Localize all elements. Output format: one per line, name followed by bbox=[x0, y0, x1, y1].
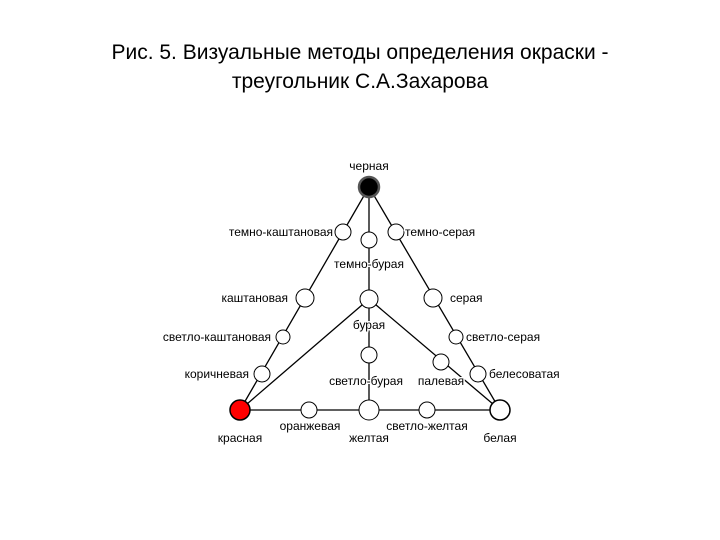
node-brown-label: бурая bbox=[353, 318, 385, 332]
node-dark-chestnut-label: темно-каштановая bbox=[229, 225, 333, 239]
node-brownish-circle bbox=[253, 365, 271, 383]
node-grey-label: серая bbox=[450, 291, 483, 305]
node-light-brown-top-circle bbox=[360, 346, 378, 364]
node-brownish-label: коричневая bbox=[185, 367, 249, 381]
caption-line-2: треугольник С.А.Захарова bbox=[231, 70, 489, 93]
node-brown-circle bbox=[359, 289, 379, 309]
node-black-circle bbox=[357, 175, 381, 199]
node-yellow-label: желтая bbox=[349, 431, 389, 445]
node-light-yellow-label: светло-желтая bbox=[386, 419, 467, 433]
figure-caption: Рис. 5. Визуальные методы определения ок… bbox=[0, 38, 720, 96]
node-chestnut-circle bbox=[295, 288, 315, 308]
node-dark-chestnut-circle bbox=[334, 223, 352, 241]
node-black-label: черная bbox=[349, 159, 388, 173]
node-light-yellow-circle bbox=[418, 401, 436, 419]
node-dark-brown-right-circle bbox=[432, 353, 450, 371]
node-whitish-label: белесоватая bbox=[489, 367, 560, 381]
node-red-circle bbox=[229, 399, 251, 421]
node-orange-circle bbox=[300, 401, 318, 419]
node-light-grey-label: светло-серая bbox=[466, 330, 540, 344]
node-grey-circle bbox=[423, 288, 443, 308]
node-orange-label: оранжевая bbox=[280, 419, 341, 433]
node-dark-grey-circle bbox=[387, 223, 405, 241]
node-red-label: красная bbox=[218, 431, 262, 445]
node-whitish-circle bbox=[469, 365, 487, 383]
node-yellow-circle bbox=[358, 399, 380, 421]
node-chestnut-label: каштановая bbox=[221, 291, 288, 305]
node-fawn-label: палевая bbox=[418, 374, 464, 388]
node-dark-brown-label: темно-бурая bbox=[334, 257, 404, 271]
edge-median-left bbox=[239, 298, 370, 411]
edge-median-right bbox=[368, 298, 501, 411]
node-dark-grey-label: темно-серая bbox=[405, 225, 475, 239]
node-light-brown-label: светло-бурая bbox=[329, 374, 403, 388]
node-light-grey-circle bbox=[448, 329, 464, 345]
caption-line-1: Рис. 5. Визуальные методы определения ок… bbox=[111, 41, 609, 64]
node-white-circle bbox=[489, 399, 511, 421]
node-dark-brown-top-circle bbox=[360, 231, 378, 249]
node-light-chestnut-label: светло-каштановая bbox=[163, 330, 271, 344]
node-white-label: белая bbox=[483, 431, 516, 445]
color-nodes: черная темно-каштановая темно-серая темно-б… bbox=[161, 158, 561, 447]
node-light-chestnut-circle bbox=[275, 329, 291, 345]
